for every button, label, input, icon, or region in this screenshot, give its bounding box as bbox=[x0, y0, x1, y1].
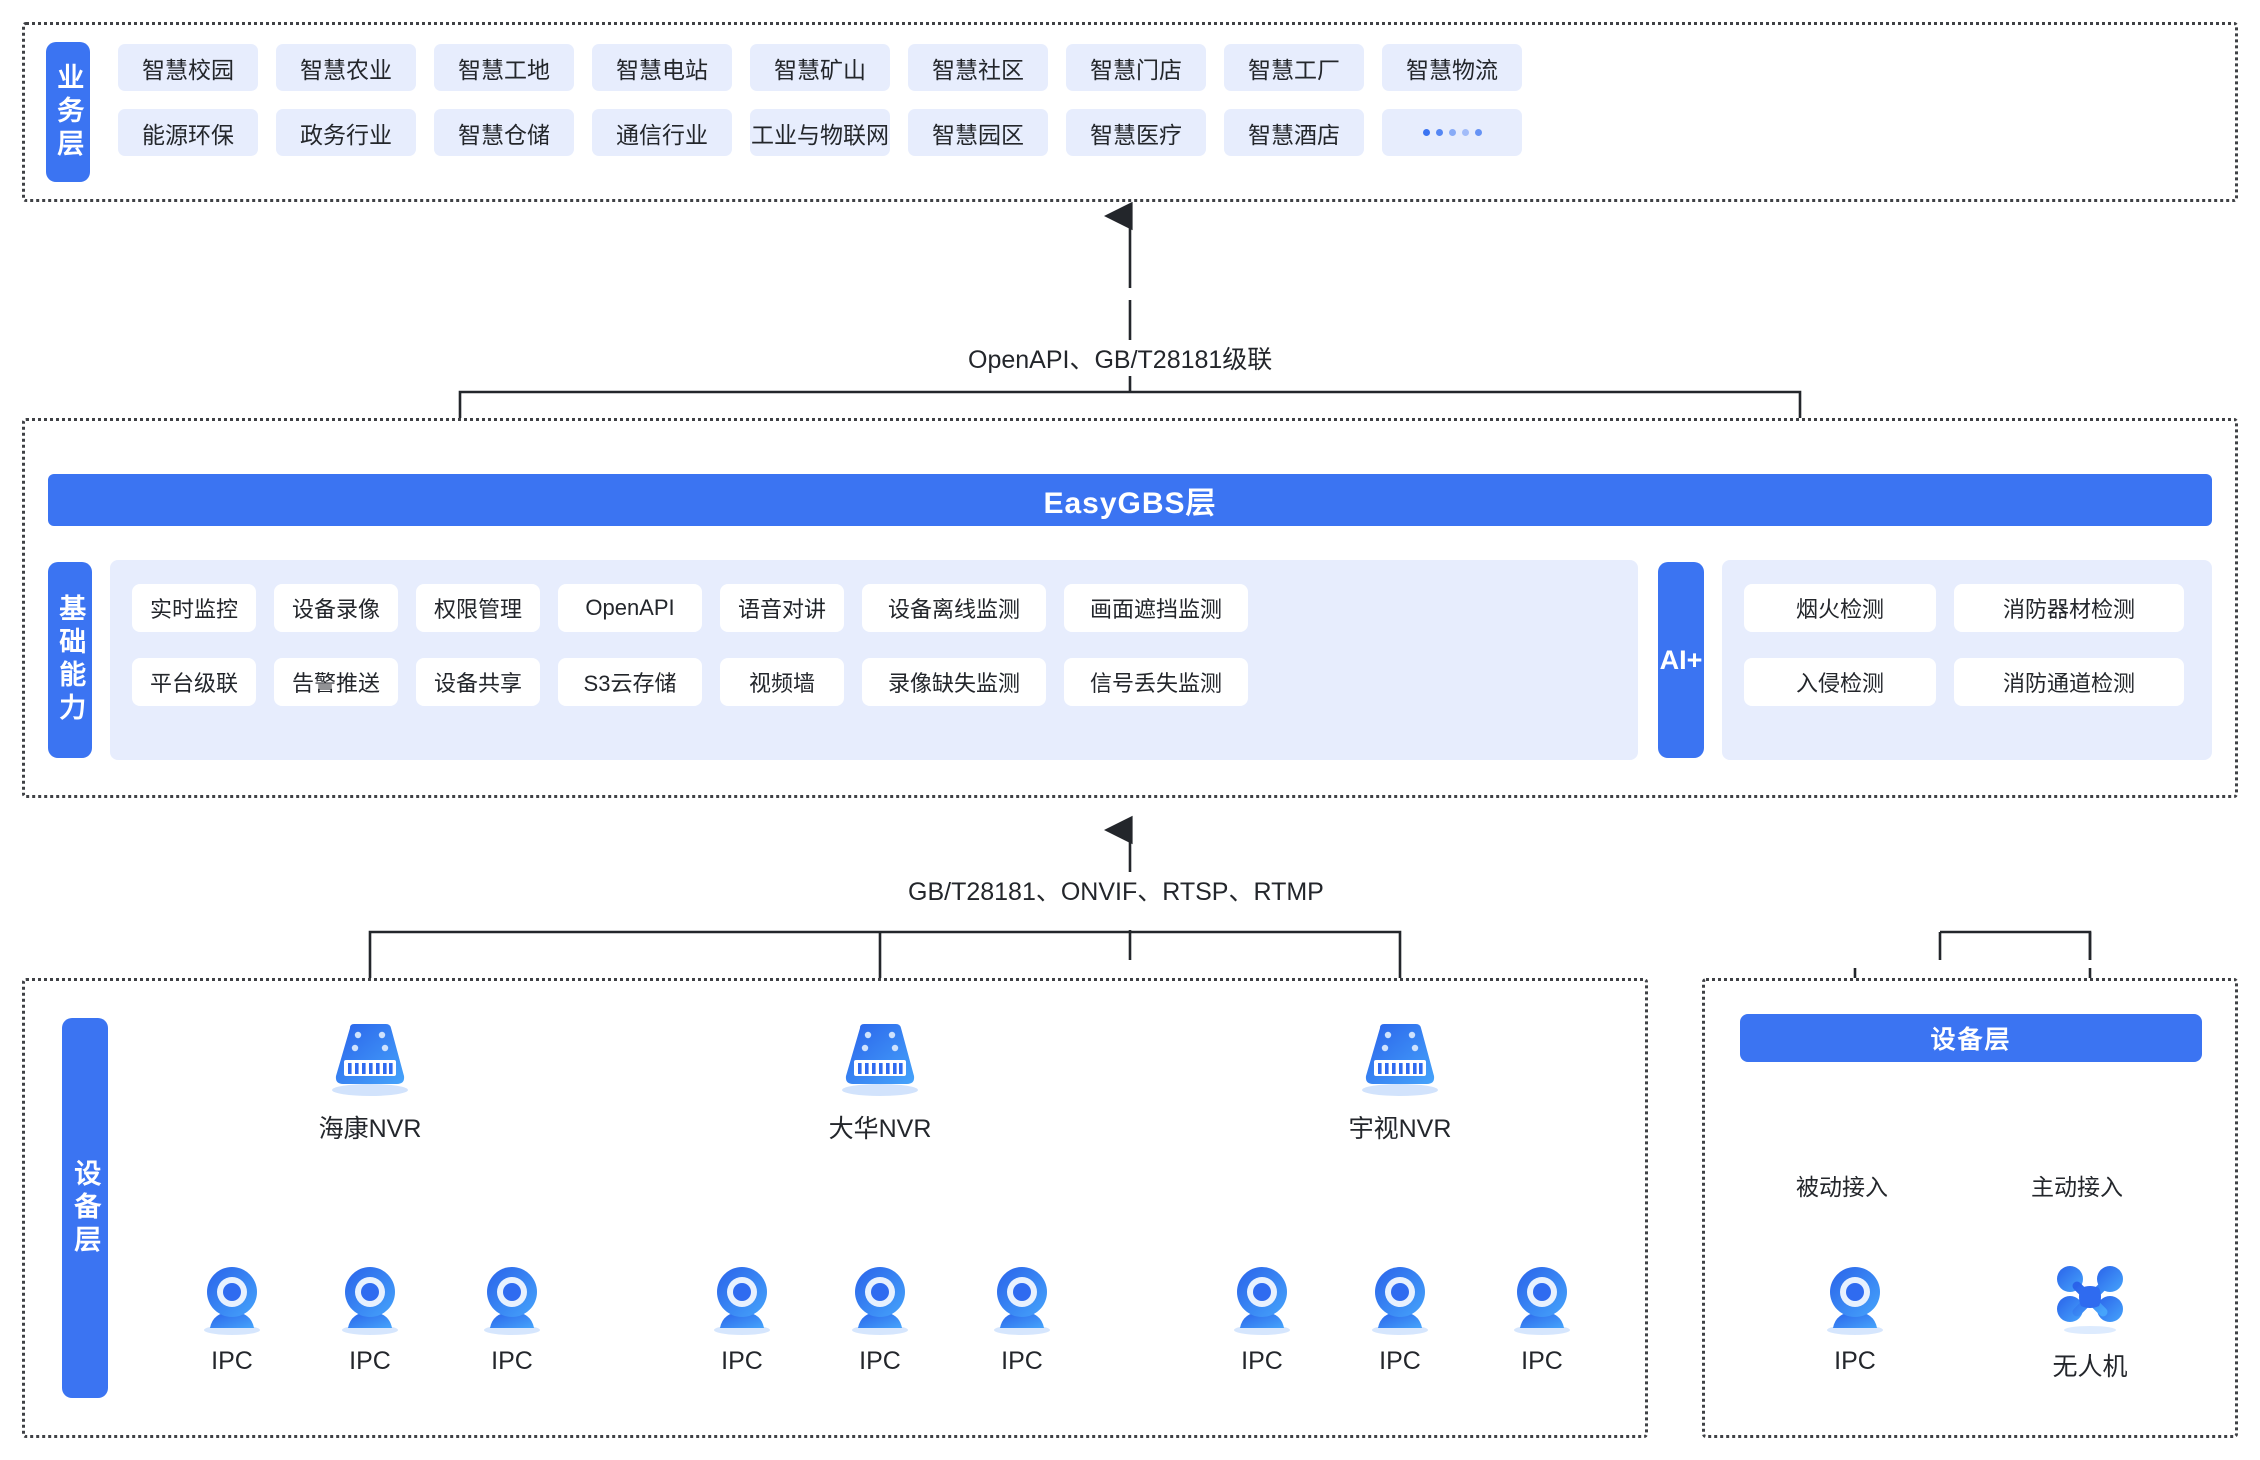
nvr-node[interactable]: 宇视NVR bbox=[1330, 1018, 1470, 1145]
business-chip[interactable]: 智慧物流 bbox=[1382, 44, 1522, 91]
business-chip-more-icon[interactable] bbox=[1382, 109, 1522, 156]
business-chip[interactable]: 工业与物联网 bbox=[750, 109, 890, 156]
business-chip[interactable]: 智慧农业 bbox=[276, 44, 416, 91]
ipc-camera-icon bbox=[714, 1267, 770, 1335]
ai-capability-chip[interactable]: 入侵检测 bbox=[1744, 658, 1936, 706]
nvr-icon bbox=[842, 1024, 918, 1096]
nvr-label: 海康NVR bbox=[318, 1115, 422, 1143]
ipc-node[interactable]: IPC bbox=[962, 1262, 1082, 1376]
ai-capability-grid: 烟火检测 消防器材检测 入侵检测 消防通道检测 bbox=[1744, 584, 2184, 706]
business-chip[interactable]: 智慧仓储 bbox=[434, 109, 574, 156]
capability-chip[interactable]: 平台级联 bbox=[132, 658, 256, 706]
connector-label-bottom: GB/T28181、ONVIF、RTSP、RTMP bbox=[900, 872, 1332, 908]
ipc-label: IPC bbox=[1001, 1347, 1043, 1375]
business-chip[interactable]: 智慧医疗 bbox=[1066, 109, 1206, 156]
capability-chip[interactable]: 视频墙 bbox=[720, 658, 844, 706]
ipc-node[interactable]: IPC bbox=[452, 1262, 572, 1376]
ipc-node-right[interactable]: IPC bbox=[1795, 1262, 1915, 1376]
ipc-node[interactable]: IPC bbox=[1482, 1262, 1602, 1376]
ipc-camera-icon bbox=[1827, 1267, 1883, 1335]
capability-side-label-text: 基础能力 bbox=[55, 594, 86, 726]
ipc-label: IPC bbox=[1834, 1347, 1876, 1375]
passive-access-label: 被动接入 bbox=[1790, 1168, 1894, 1202]
device-layer-side-label-text: 设备层 bbox=[70, 1158, 101, 1258]
device-layer-side-label: 设备层 bbox=[62, 1018, 108, 1398]
capability-chip[interactable]: S3云存储 bbox=[558, 658, 702, 706]
ipc-label: IPC bbox=[211, 1347, 253, 1375]
capability-chip[interactable]: 语音对讲 bbox=[720, 584, 844, 632]
ipc-camera-icon bbox=[1372, 1267, 1428, 1335]
business-chip[interactable]: 智慧园区 bbox=[908, 109, 1048, 156]
device-layer-right-title: 设备层 bbox=[1740, 1014, 2202, 1062]
connector-label-top: OpenAPI、GB/T28181级联 bbox=[960, 340, 1281, 376]
ipc-camera-icon bbox=[852, 1267, 908, 1335]
business-chip[interactable]: 智慧矿山 bbox=[750, 44, 890, 91]
nvr-node[interactable]: 大华NVR bbox=[810, 1018, 950, 1145]
ipc-node[interactable]: IPC bbox=[310, 1262, 430, 1376]
nvr-node[interactable]: 海康NVR bbox=[300, 1018, 440, 1145]
ipc-label: IPC bbox=[491, 1347, 533, 1375]
business-chip[interactable]: 智慧电站 bbox=[592, 44, 732, 91]
capability-chip[interactable]: 权限管理 bbox=[416, 584, 540, 632]
nvr-label: 宇视NVR bbox=[1348, 1115, 1452, 1143]
ipc-node[interactable]: IPC bbox=[172, 1262, 292, 1376]
ipc-node[interactable]: IPC bbox=[1340, 1262, 1460, 1376]
business-chip[interactable]: 智慧工地 bbox=[434, 44, 574, 91]
capability-chip[interactable]: 信号丢失监测 bbox=[1064, 658, 1248, 706]
ipc-camera-icon bbox=[204, 1267, 260, 1335]
ipc-label: IPC bbox=[1521, 1347, 1563, 1375]
drone-label: 无人机 bbox=[2052, 1353, 2128, 1381]
ipc-camera-icon bbox=[484, 1267, 540, 1335]
ipc-camera-icon bbox=[1234, 1267, 1290, 1335]
drone-icon bbox=[2057, 1266, 2123, 1334]
ai-plus-side-label: AI+ bbox=[1658, 562, 1704, 758]
business-chip[interactable]: 政务行业 bbox=[276, 109, 416, 156]
business-layer-side-label-text: 业务层 bbox=[53, 62, 84, 162]
ipc-camera-icon bbox=[994, 1267, 1050, 1335]
ai-capability-chip[interactable]: 烟火检测 bbox=[1744, 584, 1936, 632]
capability-chip[interactable]: 设备共享 bbox=[416, 658, 540, 706]
business-chip[interactable]: 智慧校园 bbox=[118, 44, 258, 91]
ipc-camera-icon bbox=[342, 1267, 398, 1335]
capability-chip[interactable]: 告警推送 bbox=[274, 658, 398, 706]
ipc-label: IPC bbox=[859, 1347, 901, 1375]
drone-node[interactable]: 无人机 bbox=[2030, 1262, 2150, 1383]
business-chip[interactable]: 能源环保 bbox=[118, 109, 258, 156]
nvr-label: 大华NVR bbox=[828, 1115, 932, 1143]
ai-capability-box: 烟火检测 消防器材检测 入侵检测 消防通道检测 bbox=[1722, 560, 2212, 760]
capability-grid: 实时监控 设备录像 权限管理 OpenAPI 语音对讲 设备离线监测 画面遮挡监… bbox=[132, 584, 1248, 706]
capability-box: 实时监控 设备录像 权限管理 OpenAPI 语音对讲 设备离线监测 画面遮挡监… bbox=[110, 560, 1638, 760]
ai-capability-chip[interactable]: 消防通道检测 bbox=[1954, 658, 2184, 706]
capability-side-label: 基础能力 bbox=[48, 562, 92, 758]
ipc-node[interactable]: IPC bbox=[820, 1262, 940, 1376]
business-chip[interactable]: 通信行业 bbox=[592, 109, 732, 156]
ai-capability-chip[interactable]: 消防器材检测 bbox=[1954, 584, 2184, 632]
business-chip[interactable]: 智慧门店 bbox=[1066, 44, 1206, 91]
easygbs-title-bar: EasyGBS层 bbox=[48, 474, 2212, 526]
capability-chip[interactable]: 设备离线监测 bbox=[862, 584, 1046, 632]
nvr-icon bbox=[1362, 1024, 1438, 1096]
ai-plus-side-label-text: AI+ bbox=[1659, 644, 1703, 675]
nvr-icon bbox=[332, 1024, 408, 1096]
capability-chip[interactable]: 设备录像 bbox=[274, 584, 398, 632]
business-chip[interactable]: 智慧工厂 bbox=[1224, 44, 1364, 91]
ipc-label: IPC bbox=[1241, 1347, 1283, 1375]
capability-chip[interactable]: 实时监控 bbox=[132, 584, 256, 632]
ipc-node[interactable]: IPC bbox=[1202, 1262, 1322, 1376]
business-layer-side-label: 业务层 bbox=[46, 42, 90, 182]
capability-chip[interactable]: 录像缺失监测 bbox=[862, 658, 1046, 706]
ipc-node[interactable]: IPC bbox=[682, 1262, 802, 1376]
ipc-camera-icon bbox=[1514, 1267, 1570, 1335]
ipc-label: IPC bbox=[349, 1347, 391, 1375]
business-chip[interactable]: 智慧社区 bbox=[908, 44, 1048, 91]
capability-chip[interactable]: 画面遮挡监测 bbox=[1064, 584, 1248, 632]
business-chip[interactable]: 智慧酒店 bbox=[1224, 109, 1364, 156]
active-access-label: 主动接入 bbox=[2025, 1168, 2129, 1202]
ipc-label: IPC bbox=[1379, 1347, 1421, 1375]
business-chip-grid: 智慧校园 智慧农业 智慧工地 智慧电站 智慧矿山 智慧社区 智慧门店 智慧工厂 … bbox=[118, 44, 1522, 156]
ipc-label: IPC bbox=[721, 1347, 763, 1375]
capability-chip[interactable]: OpenAPI bbox=[558, 584, 702, 632]
